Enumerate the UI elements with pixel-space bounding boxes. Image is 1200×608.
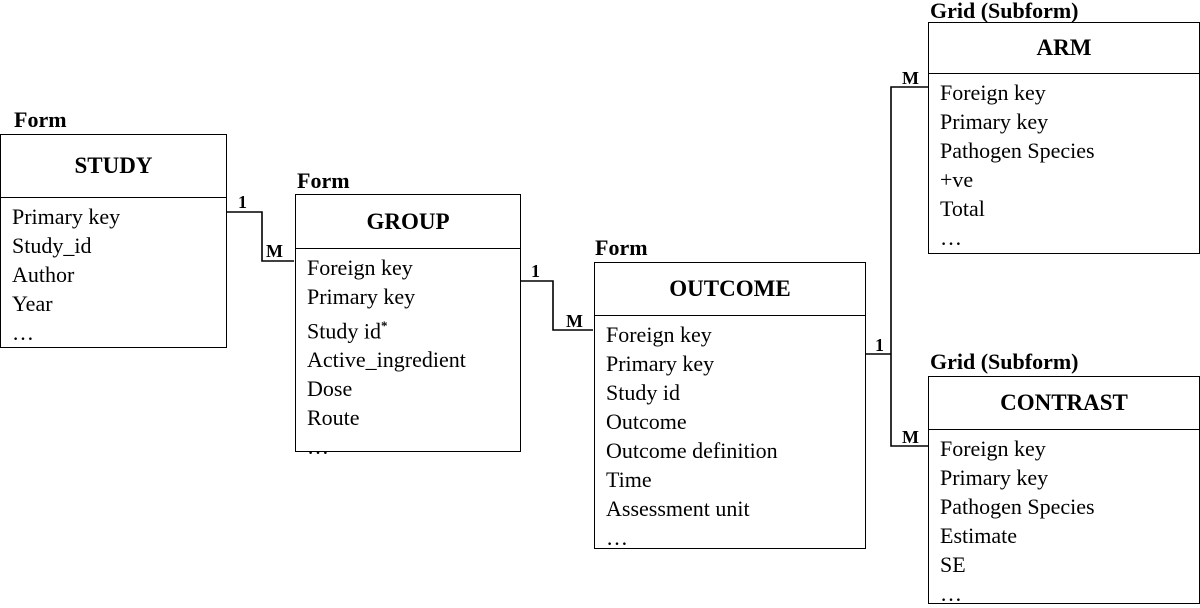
contrast-entity: CONTRAST Foreign key Primary key Pathoge… xyxy=(928,376,1200,606)
group-field-study-id: Study id xyxy=(307,318,381,344)
arm-field: Foreign key xyxy=(940,80,1046,105)
contrast-title: CONTRAST xyxy=(929,377,1199,430)
study-field: Year xyxy=(12,291,53,316)
group-field: Active_ingredient xyxy=(307,347,466,373)
arm-field: Total xyxy=(940,196,985,221)
connector-outcome-arm xyxy=(890,86,928,447)
arm-field-list: Foreign key Primary key Pathogen Species… xyxy=(929,74,1199,252)
connector-group-outcome xyxy=(520,280,593,331)
outcome-field: … xyxy=(606,525,628,550)
cardinality-group-one: 1 xyxy=(531,261,540,281)
study-form-label: Form xyxy=(14,107,67,132)
outcome-field: Study id xyxy=(606,380,680,405)
group-field: … xyxy=(307,434,329,460)
outcome-field: Outcome definition xyxy=(606,438,778,463)
arm-field: … xyxy=(940,225,962,250)
contrast-field: Pathogen Species xyxy=(940,494,1095,519)
study-field: Author xyxy=(12,262,75,287)
arm-field: Primary key xyxy=(940,109,1049,134)
study-field: Primary key xyxy=(12,204,121,229)
study-title: STUDY xyxy=(1,135,226,198)
contrast-field: Foreign key xyxy=(940,436,1046,461)
group-field: Study id* xyxy=(307,311,520,345)
outcome-field: Outcome xyxy=(606,409,687,434)
group-title: GROUP xyxy=(296,195,520,249)
contrast-field: … xyxy=(940,581,962,606)
cardinality-study-one: 1 xyxy=(238,192,247,212)
study-entity: STUDY Primary key Study_id Author Year … xyxy=(0,134,227,348)
cardinality-outcome-one: 1 xyxy=(875,335,884,355)
group-field-list: Foreign key Primary key Study id* Active… xyxy=(296,249,520,461)
contrast-grid-label: Grid (Subform) xyxy=(930,349,1079,374)
outcome-form-label: Form xyxy=(595,235,648,260)
group-field: Dose xyxy=(307,376,353,402)
outcome-field: Assessment unit xyxy=(606,496,750,521)
outcome-entity: OUTCOME Foreign key Primary key Study id… xyxy=(594,262,866,552)
study-field: Study_id xyxy=(12,233,92,258)
group-field: Foreign key xyxy=(307,255,413,280)
cardinality-outcome-many: M xyxy=(566,311,583,331)
group-form-label: Form xyxy=(297,168,350,193)
arm-title: ARM xyxy=(929,23,1199,74)
group-entity: GROUP Foreign key Primary key Study id* … xyxy=(295,194,521,459)
footnote-marker: * xyxy=(380,318,388,333)
outcome-title: OUTCOME xyxy=(595,263,865,316)
outcome-field-list: Foreign key Primary key Study id Outcome… xyxy=(595,316,865,552)
group-field: Route xyxy=(307,405,360,431)
cardinality-group-many: M xyxy=(266,241,283,261)
cardinality-contrast-many: M xyxy=(902,427,919,447)
contrast-field: Primary key xyxy=(940,465,1049,490)
arm-field: Pathogen Species xyxy=(940,138,1095,163)
connector-study-group xyxy=(226,211,294,262)
arm-grid-label: Grid (Subform) xyxy=(930,0,1079,23)
study-field: … xyxy=(12,320,34,345)
outcome-field: Time xyxy=(606,467,652,492)
arm-field: +ve xyxy=(940,167,974,192)
outcome-field: Primary key xyxy=(606,351,715,376)
contrast-field-list: Foreign key Primary key Pathogen Species… xyxy=(929,430,1199,608)
cardinality-arm-many: M xyxy=(902,68,919,88)
group-field: Primary key xyxy=(307,284,416,309)
outcome-field: Foreign key xyxy=(606,322,712,347)
contrast-field: SE xyxy=(940,552,966,577)
contrast-field: Estimate xyxy=(940,523,1017,548)
arm-entity: ARM Foreign key Primary key Pathogen Spe… xyxy=(928,22,1200,254)
study-field-list: Primary key Study_id Author Year … xyxy=(1,198,226,347)
